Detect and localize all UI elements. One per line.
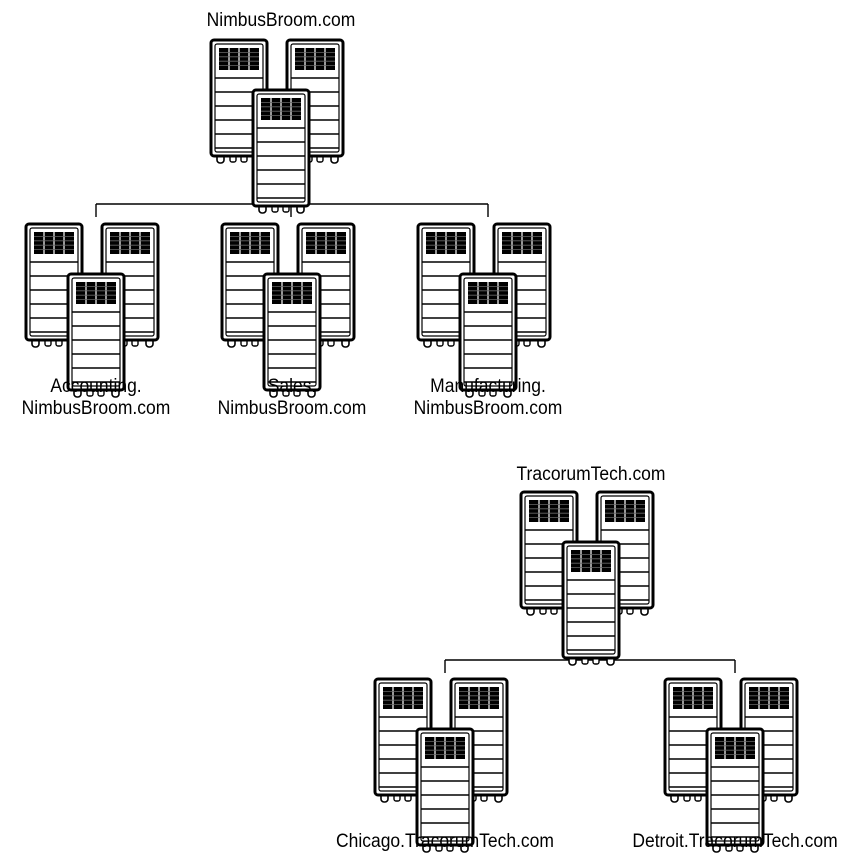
server-tower-front xyxy=(66,272,126,398)
parent-domain-label: TracorumTech.com xyxy=(471,464,710,486)
child-domain-label: Manufacturing.NimbusBroom.com xyxy=(368,376,607,420)
domain-label-line: Accounting. xyxy=(50,376,142,397)
domain-label-line: Manufacturing. xyxy=(430,376,546,397)
server-tower-front xyxy=(251,88,311,214)
server-cluster-icon xyxy=(519,490,655,666)
child-domain-label: Chicago.TracorumTech.com xyxy=(325,831,564,853)
parent-domain-label: NimbusBroom.com xyxy=(161,10,400,32)
domain-label-line: Chicago.TracorumTech.com xyxy=(336,831,554,852)
domain-label-line: Detroit.TracorumTech.com xyxy=(632,831,838,852)
server-tower-front xyxy=(415,727,475,853)
domain-label-line: TracorumTech.com xyxy=(516,464,666,485)
domain-label-line: Sales. xyxy=(267,376,317,397)
server-tower-front xyxy=(705,727,765,853)
server-tower-front xyxy=(262,272,322,398)
server-cluster-icon xyxy=(209,38,345,214)
domain-label-line: NimbusBroom.com xyxy=(413,398,563,419)
domain-label-line: NimbusBroom.com xyxy=(217,398,367,419)
child-domain-label: Detroit.TracorumTech.com xyxy=(615,831,854,853)
server-cluster-icon xyxy=(24,222,160,398)
server-tower-front xyxy=(458,272,518,398)
server-cluster-icon xyxy=(373,677,509,853)
domain-label-line: NimbusBroom.com xyxy=(206,10,356,31)
server-tower-back-left xyxy=(24,222,84,348)
server-cluster-icon xyxy=(220,222,356,398)
child-domain-label: Sales.NimbusBroom.com xyxy=(172,376,411,420)
server-cluster-icon xyxy=(663,677,799,853)
server-cluster-icon xyxy=(416,222,552,398)
domain-label-line: NimbusBroom.com xyxy=(21,398,171,419)
server-tower-front xyxy=(561,540,621,666)
child-domain-label: Accounting.NimbusBroom.com xyxy=(0,376,216,420)
